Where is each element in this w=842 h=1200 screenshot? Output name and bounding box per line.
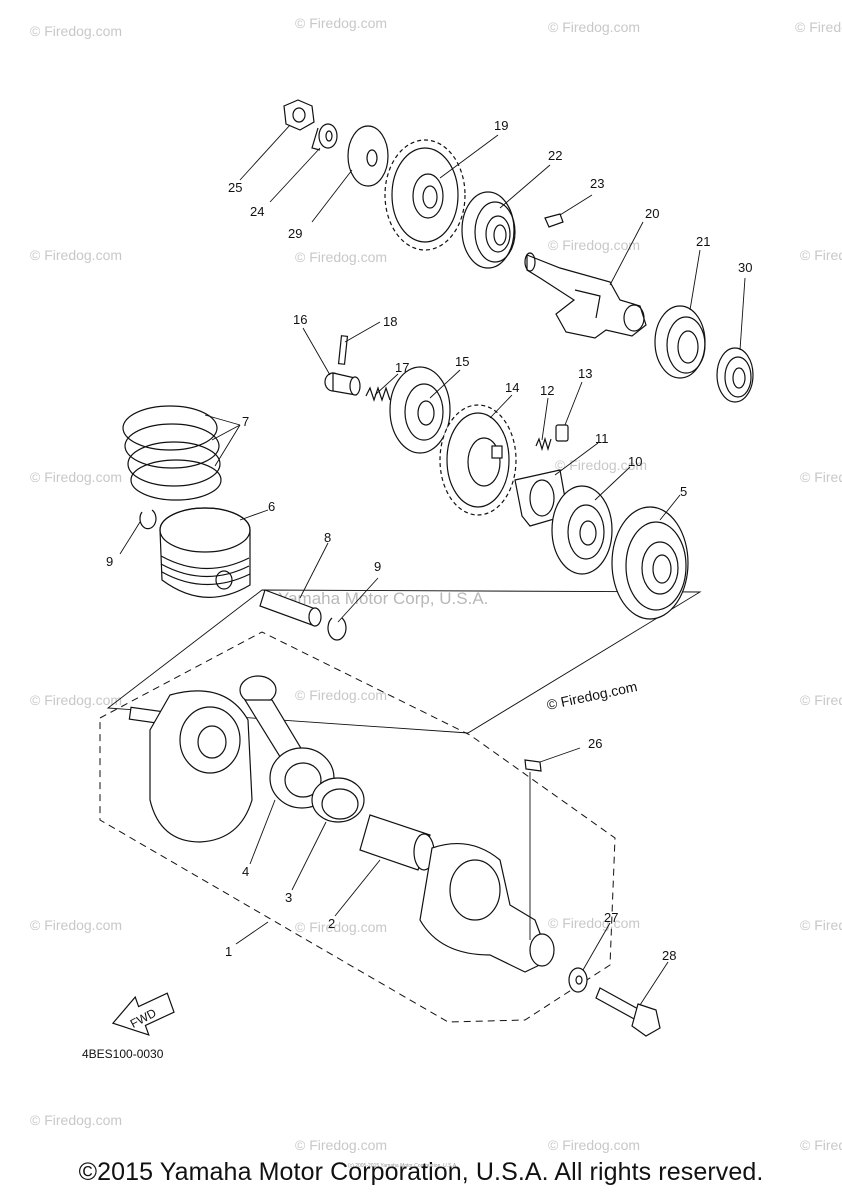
part-needle-bearing	[311, 777, 365, 823]
part-piston-pin	[259, 589, 322, 627]
watermark-grid: © Firedog.com © Firedog.com © Firedog.co…	[30, 15, 842, 1153]
callout-11: 11	[595, 431, 609, 446]
part-balancer-shaft	[524, 252, 647, 339]
callout-30: 30	[738, 260, 752, 275]
watermark-text: © Firedog.com	[295, 15, 387, 31]
part-bearing-22	[461, 191, 516, 269]
callout-labels: 25 24 29 19 22 23 20 21 30 16 18 17 15 1…	[106, 118, 752, 963]
callout-6: 6	[268, 499, 275, 514]
leader-lines	[119, 124, 746, 1006]
callout-24: 24	[250, 204, 264, 219]
callout-28: 28	[662, 948, 676, 963]
part-connecting-rod	[239, 675, 335, 809]
watermark-text: © Firedog.com	[800, 1137, 842, 1153]
part-bolt-28	[595, 987, 661, 1037]
watermark-text: © Firedog.com	[800, 692, 842, 708]
callout-1: 1	[225, 944, 232, 959]
part-key-23	[544, 213, 564, 228]
part-bearing-30	[716, 347, 754, 403]
part-crank-left	[128, 690, 253, 843]
watermark-text: © Firedog.com	[295, 687, 387, 703]
part-plunger-13	[555, 424, 569, 442]
callout-4: 4	[242, 864, 249, 879]
part-plate-washer	[347, 125, 389, 187]
watermark-text: © Firedog.com	[800, 917, 842, 933]
fine-print: (c) 2005-2015 Yamaha Motor Corporation, …	[348, 1163, 458, 1169]
copyright-notice: ©2015 Yamaha Motor Corporation, U.S.A. A…	[78, 1158, 764, 1186]
callout-18: 18	[383, 314, 397, 329]
watermark-text: © Firedog.com	[548, 237, 640, 253]
balancer-group-outline	[106, 589, 702, 734]
part-piston	[159, 507, 251, 598]
watermark-text: © Firedog.com	[295, 1137, 387, 1153]
callout-3: 3	[285, 890, 292, 905]
watermark-text: © Firedog.com	[295, 919, 387, 935]
callout-10: 10	[628, 454, 642, 469]
center-watermark: Yamaha Motor Corp, U.S.A.	[278, 589, 488, 608]
part-spring-17	[365, 386, 391, 402]
callout-29: 29	[288, 226, 302, 241]
watermark-text: © Firedog.com	[30, 1112, 122, 1128]
firedog-label: © Firedog.com	[545, 678, 638, 713]
watermark-text: © Firedog.com	[548, 1137, 640, 1153]
callout-22: 22	[548, 148, 562, 163]
part-key-26	[524, 759, 542, 772]
callout-9b: 9	[374, 559, 381, 574]
callout-9a: 9	[106, 554, 113, 569]
part-bearing-21	[654, 305, 706, 379]
callout-8: 8	[324, 530, 331, 545]
callout-21: 21	[696, 234, 710, 249]
callout-23: 23	[590, 176, 604, 191]
part-washer-27	[568, 967, 588, 993]
part-balancer-drive-gear	[384, 139, 466, 251]
callout-7: 7	[242, 414, 249, 429]
part-lock-washer	[311, 123, 338, 151]
part-gear-14	[439, 404, 517, 516]
fwd-arrow-icon: FWD	[111, 992, 175, 1036]
callout-25: 25	[228, 180, 242, 195]
watermark-text: © Firedog.com	[800, 247, 842, 263]
crankshaft-assembly-outline	[99, 631, 616, 1023]
part-spring-12	[535, 436, 552, 452]
watermark-text: © Firedog.com	[548, 19, 640, 35]
callout-13: 13	[578, 366, 592, 381]
watermark-text: © Firedog.com	[30, 247, 122, 263]
callout-17: 17	[395, 360, 409, 375]
watermark-text: © Firedog.com	[548, 915, 640, 931]
part-circlip-9a	[139, 509, 157, 530]
part-crank-pin	[359, 814, 435, 871]
watermark-text: © Firedog.com	[30, 469, 122, 485]
part-piston-rings	[122, 405, 222, 501]
callout-19: 19	[494, 118, 508, 133]
part-crank-right	[419, 842, 555, 973]
watermark-text: © Firedog.com	[800, 469, 842, 485]
callout-12: 12	[540, 383, 554, 398]
part-plate-15	[389, 366, 451, 454]
watermark-text: © Firedog.com	[30, 917, 122, 933]
watermark-text: © Firedog.com	[30, 23, 122, 39]
part-plate-10	[551, 485, 613, 575]
callout-26: 26	[588, 736, 602, 751]
part-nut	[283, 99, 315, 131]
part-pin-18	[337, 335, 349, 365]
watermark-text: © Firedog.com	[555, 457, 647, 473]
part-bearing-5	[611, 506, 689, 620]
callout-5: 5	[680, 484, 687, 499]
callout-2: 2	[328, 916, 335, 931]
watermark-text: © Firedog.com	[295, 249, 387, 265]
part-plunger-16	[324, 372, 361, 396]
callout-16: 16	[293, 312, 307, 327]
watermark-text: © Firedog.com	[30, 692, 122, 708]
callout-27: 27	[604, 910, 618, 925]
part-circlip-9b	[327, 617, 347, 641]
callout-14: 14	[505, 380, 519, 395]
watermark-text: © Firedog.com	[795, 19, 842, 35]
callout-15: 15	[455, 354, 469, 369]
part-code: 4BES100-0030	[82, 1047, 164, 1061]
callout-20: 20	[645, 206, 659, 221]
